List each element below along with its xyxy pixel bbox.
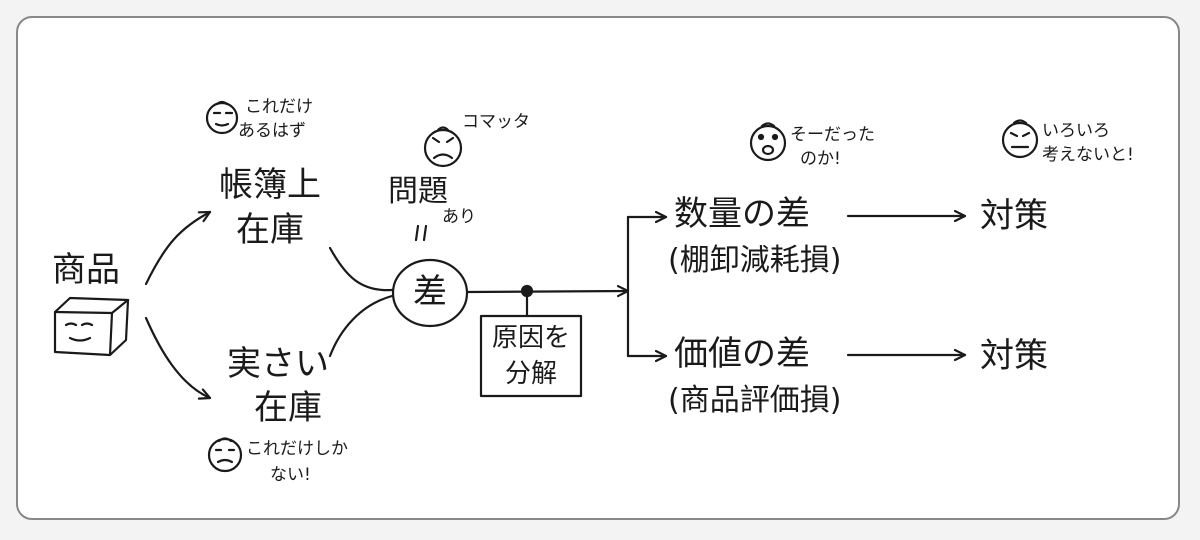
measure-bottom-label: 対策: [980, 336, 1048, 376]
quantity-difference-title: 数量の差: [674, 194, 810, 234]
thinking-face-icon: [1001, 119, 1039, 159]
arrow-product-to-actual: [144, 316, 212, 398]
equal-mark: [414, 224, 428, 242]
curve-actual-to-difference: [328, 294, 394, 358]
diagram-frame: [16, 16, 1180, 520]
quantity-difference-detail: (棚卸減耗損): [668, 243, 842, 278]
arrow-product-to-book: [144, 210, 212, 286]
book-inventory-line1: 帳簿上: [219, 165, 321, 205]
problem-label: 問題: [388, 174, 448, 209]
comment-think-line2: 考えないと!: [1042, 145, 1134, 165]
troubled-face-icon: [423, 126, 463, 168]
actual-inventory-line2: 在庫: [254, 388, 322, 428]
price-difference-title: 価値の差: [674, 334, 810, 374]
realizing-face-icon: [749, 122, 787, 162]
sad-face-icon: [207, 437, 243, 473]
comment-realize-line1: そーだった: [790, 125, 875, 145]
cause-line1: 原因を: [491, 323, 570, 353]
comment-think-line1: いろいろ: [1042, 121, 1110, 141]
comment-book-line1: これだけ: [245, 97, 313, 117]
curve-book-to-difference: [328, 246, 394, 292]
comment-realize-line2: のか!: [800, 149, 841, 169]
cause-line2: 分解: [504, 359, 557, 389]
actual-inventory-line1: 実さい: [227, 344, 329, 384]
difference-circle: [391, 258, 469, 328]
comment-trouble: コマッタ: [462, 112, 530, 132]
measure-top-label: 対策: [980, 196, 1048, 236]
book-inventory-line2: 在庫: [236, 210, 304, 250]
comment-actual-line1: これだけしか: [246, 439, 348, 459]
problem-note: あり: [442, 207, 476, 227]
arrow-difference-to-branch: [466, 291, 630, 292]
comment-book-line2: あるはず: [238, 121, 306, 141]
difference-label: 差: [413, 272, 447, 312]
calm-face-icon: [205, 100, 239, 135]
product-label: 商品: [52, 250, 120, 290]
price-difference-detail: (商品評価損): [668, 383, 842, 418]
comment-actual-line2: ない!: [270, 465, 311, 485]
cause-box: [479, 314, 583, 398]
product-box-icon: [53, 296, 130, 357]
